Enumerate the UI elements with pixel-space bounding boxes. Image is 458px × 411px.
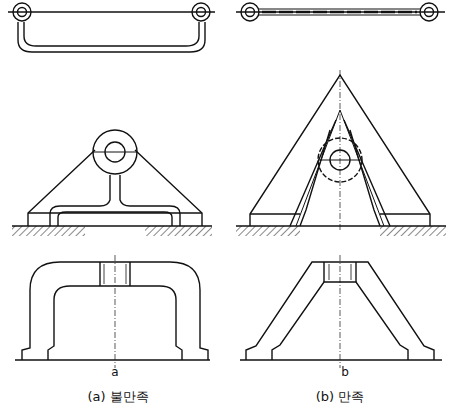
front-view-b xyxy=(236,70,446,238)
side-view-b xyxy=(240,255,442,368)
top-view-b xyxy=(236,3,445,21)
caption-label: (b) 만족 xyxy=(316,390,365,404)
side-view-a xyxy=(15,255,210,368)
view-letter: b xyxy=(341,366,349,379)
front-view-a xyxy=(12,130,212,238)
view-letter: a xyxy=(111,366,118,379)
caption-label: (a) 불만족 xyxy=(87,390,148,404)
top-view-a xyxy=(8,3,215,52)
